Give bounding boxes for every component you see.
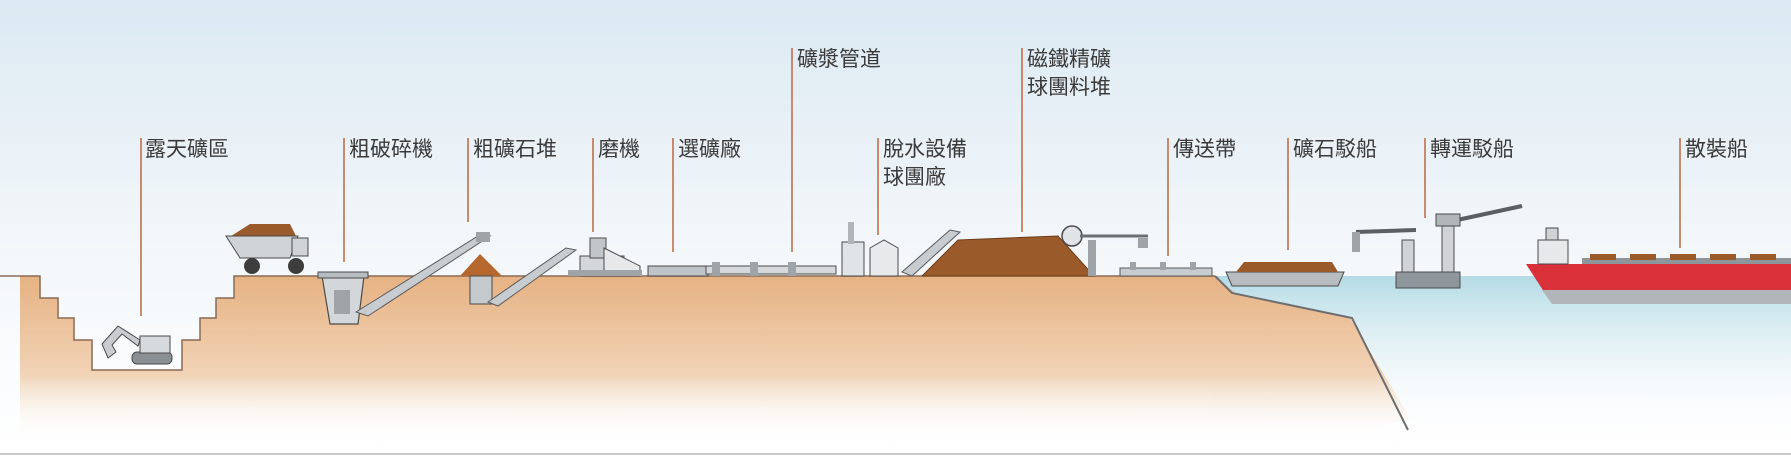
stacker-reclaimer-icon — [1061, 225, 1148, 276]
label-bulk-carrier: 散裝船 — [1685, 137, 1748, 161]
ground-terrain — [20, 276, 1410, 440]
label-slurry-pipeline: 礦漿管道 — [797, 47, 881, 71]
shoreline — [1214, 275, 1409, 431]
label-conveyor: 傳送帶 — [1173, 137, 1236, 161]
label-pellet-stockpile: 磁鐵精礦 球團料堆 — [1027, 45, 1111, 101]
label-pellet-stockpile-line1: 磁鐵精礦 — [1027, 47, 1111, 71]
dewatering-plant — [841, 222, 962, 277]
haul-truck-icon — [225, 224, 309, 274]
pellet-stockpile — [920, 235, 1096, 277]
ship-loader-crane-icon — [1352, 204, 1523, 289]
ore-barge-icon — [1225, 262, 1345, 287]
label-dewatering-line1: 脫水設備 — [883, 137, 967, 161]
pit-outline — [20, 275, 1215, 371]
label-ore-barge: 礦石駁船 — [1293, 137, 1377, 161]
wharf-conveyor — [1119, 262, 1213, 277]
excavator-icon — [101, 325, 173, 365]
label-crusher: 粗破碎機 — [349, 137, 433, 161]
bulk-carrier-icon — [1526, 227, 1791, 304]
leader-lines — [140, 48, 1681, 316]
conveyor-to-pile — [354, 232, 492, 317]
label-pellet-stockpile-line2: 球團料堆 — [1027, 75, 1111, 99]
label-open-pit: 露天礦區 — [145, 137, 229, 161]
crusher-icon — [317, 271, 369, 325]
label-dewatering: 脫水設備 球團廠 — [883, 135, 967, 191]
pipeline — [647, 262, 837, 277]
label-dewatering-line2: 球團廠 — [883, 165, 946, 189]
label-coarse-ore-pile: 粗礦石堆 — [473, 137, 557, 161]
label-concentrator: 選礦廠 — [678, 137, 741, 161]
mill-icon — [568, 237, 642, 277]
coarse-ore-pile — [460, 247, 578, 307]
label-transfer-barge: 轉運駁船 — [1430, 137, 1514, 161]
label-grinding-mill: 磨機 — [598, 137, 640, 161]
